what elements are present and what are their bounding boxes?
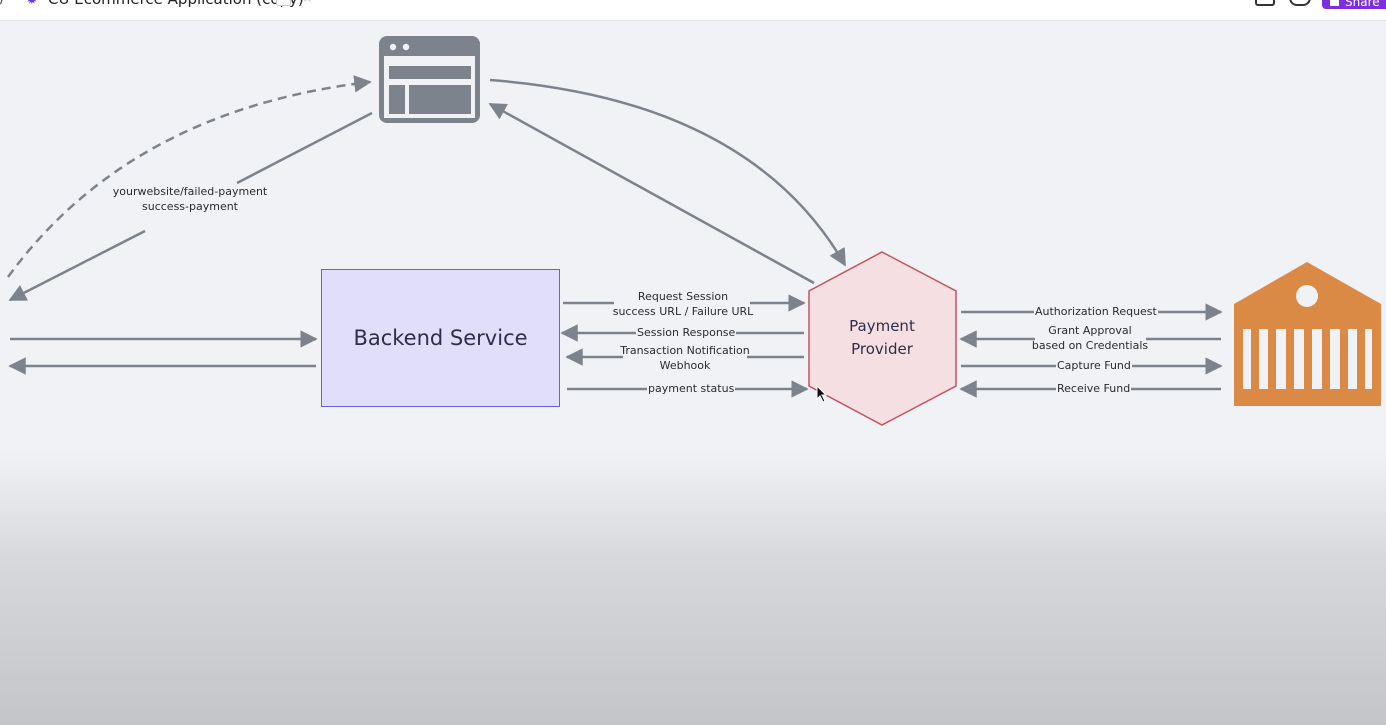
mouse-cursor-icon [816,385,828,403]
transaction-label-line2: Webhook [659,359,711,372]
redirect-arrow-lower [8,229,146,302]
payment-provider-node [808,251,957,426]
redirect-url-label-line1: yourwebsite/failed-payment [112,185,268,198]
star-icon[interactable]: ★ [301,0,314,6]
grant-approval-label-line2: based on Credentials [1031,339,1149,352]
dashed-redirect-arrow [6,75,372,278]
grant-approval-label-line1: Grant Approval [1048,324,1132,337]
backend-service-label: Backend Service [353,326,528,350]
breadcrumb-separator: / [0,0,5,7]
redirect-url-label-line2: success-payment [142,200,238,213]
request-session-label: Request Session success URL / Failure UR… [608,289,758,319]
grant-approval-label: Grant Approval based on Credentials [1030,323,1150,353]
transaction-notification-label: Transaction Notification Webhook [612,343,758,373]
transaction-label-line1: Transaction Notification [620,344,750,357]
payment-provider-label: Payment Provider [812,315,952,361]
share-button[interactable]: Share [1322,0,1386,9]
document-title[interactable]: CU Ecommerce Application (copy) [48,0,304,8]
redirect-line-upper [236,111,373,185]
session-response-label: Session Response [636,325,737,340]
receive-fund-label: Receive Fund [1056,381,1132,396]
request-session-label-line2: success URL / Failure URL [612,305,754,318]
website-icon [379,36,480,123]
payment-provider-label-line1: Payment [849,317,915,335]
share-label: Share [1345,0,1380,9]
redirect-url-label: yourwebsite/failed-payment success-payme… [110,184,270,214]
backend-service-node[interactable]: Backend Service [321,269,560,407]
top-bar: / ✹ CU Ecommerce Application (copy) ★ Sh… [0,0,1386,21]
share-icon [1330,0,1339,6]
authorization-request-label: Authorization Request [1034,304,1158,319]
payment-provider-label-line2: Provider [851,340,913,358]
provider-to-website-arrow [488,102,815,285]
capture-fund-label: Capture Fund [1056,358,1132,373]
payment-status-label: payment status [647,381,736,396]
bank-icon [1234,262,1381,406]
website-to-provider-arrow [489,78,847,267]
request-session-label-line1: Request Session [637,290,729,303]
checkbox-icon[interactable] [276,0,291,6]
settings-icon[interactable]: ✹ [26,0,38,8]
present-icon[interactable] [1255,0,1275,6]
